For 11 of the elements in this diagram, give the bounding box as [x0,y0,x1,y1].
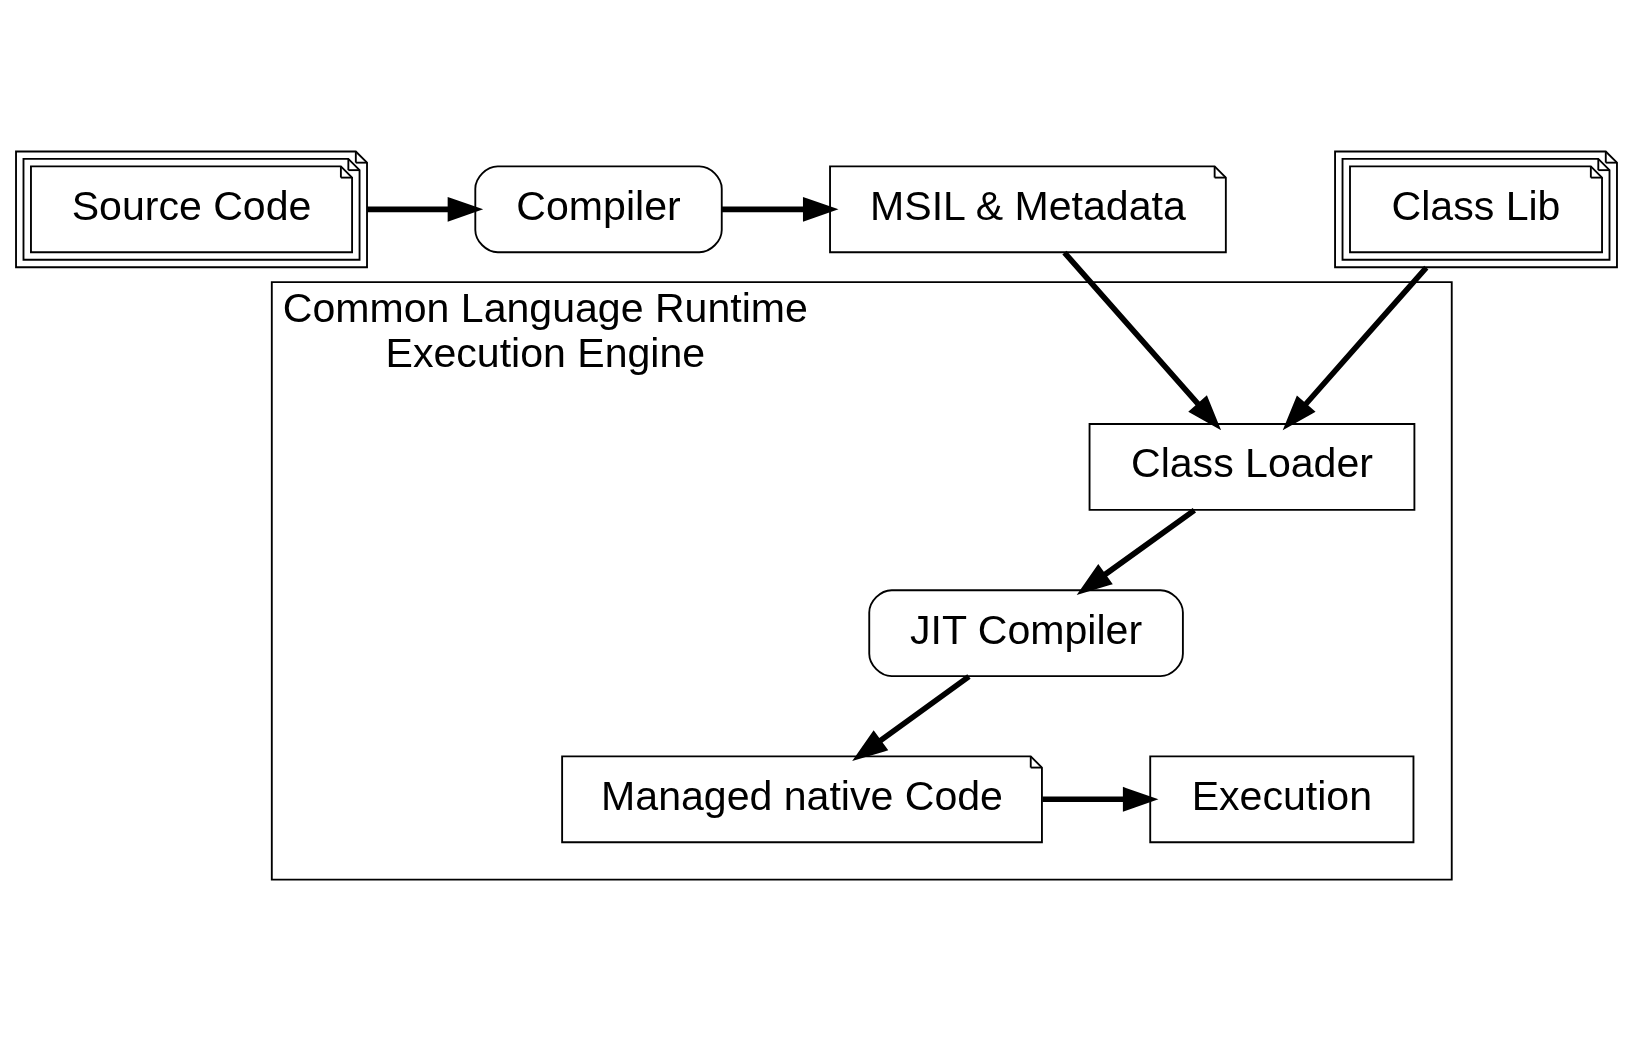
node-box: Execution [1149,755,1415,844]
node-box: Compiler [474,165,723,254]
arrow [1062,250,1222,431]
node-box: Class Loader [1088,423,1416,511]
arrow [852,674,971,762]
arrow [367,196,484,222]
arrow [721,196,839,222]
arrow [1042,786,1159,812]
arrow [1282,265,1429,431]
arrow [1076,508,1196,595]
node-box: JIT Compiler [868,589,1184,678]
